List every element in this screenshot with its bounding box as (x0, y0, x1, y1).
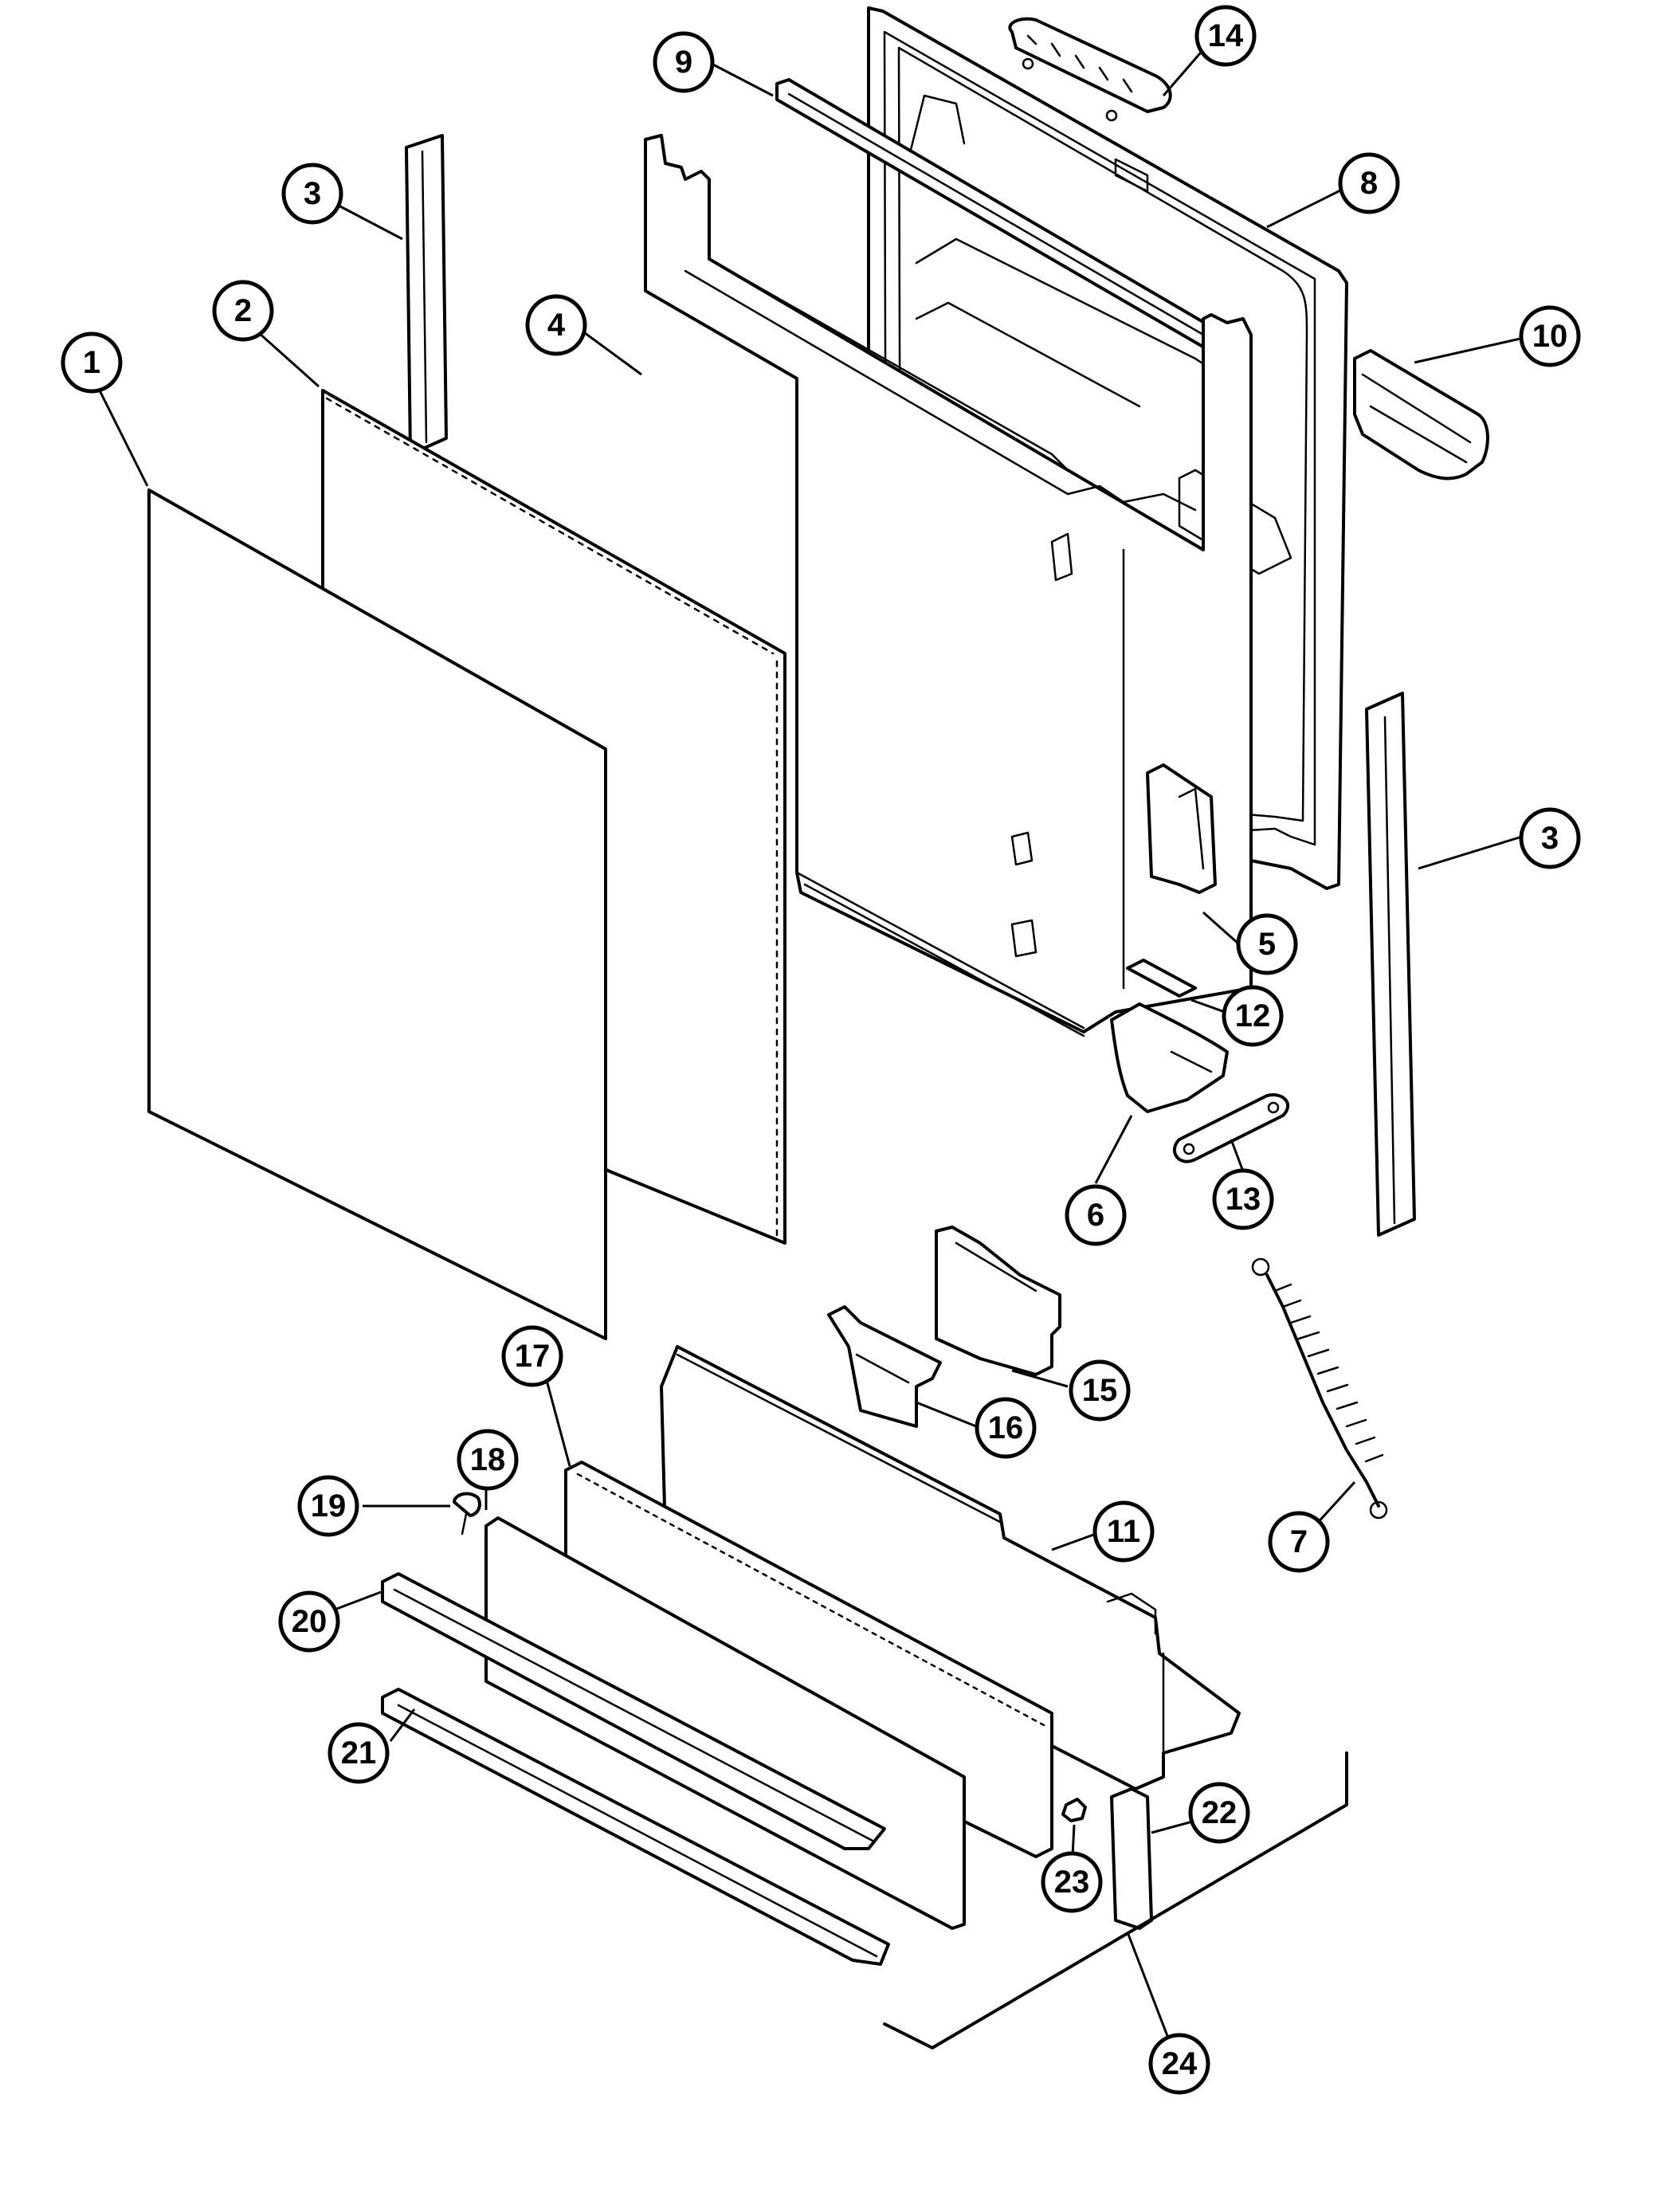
callout-2: 2 (212, 280, 274, 342)
callout-7-label: 7 (1290, 1524, 1308, 1559)
callout-4: 4 (525, 294, 587, 356)
callout-22: 22 (1188, 1782, 1250, 1844)
callout-24: 24 (1148, 2033, 1210, 2095)
part-23-nut (1061, 1798, 1087, 1822)
callout-13-label: 13 (1226, 1182, 1261, 1217)
callout-17-label: 17 (515, 1339, 551, 1374)
callout-10: 10 (1519, 305, 1581, 367)
callout-3-right: 3 (1519, 807, 1581, 869)
callout-18: 18 (457, 1429, 519, 1491)
callout-3-left: 3 (281, 163, 343, 225)
part-10-side-rail (1353, 349, 1489, 480)
part-12-pad (1126, 959, 1197, 998)
callout-7: 7 (1268, 1511, 1330, 1573)
callout-6: 6 (1065, 1184, 1127, 1246)
callout-4-label: 4 (547, 308, 566, 343)
part-13-link (1173, 1093, 1290, 1163)
callout-24-label: 24 (1162, 2046, 1198, 2081)
callout-5-label: 5 (1258, 927, 1276, 962)
callout-16: 16 (975, 1397, 1037, 1459)
callout-18-label: 18 (470, 1442, 506, 1477)
part-19-screw (453, 1492, 481, 1535)
callout-20-label: 20 (292, 1604, 328, 1639)
callout-11-label: 11 (1107, 1514, 1140, 1549)
part-3-trim-strip-left (405, 134, 448, 456)
callout-9: 9 (653, 31, 715, 93)
callout-21: 21 (328, 1722, 390, 1784)
callout-13: 13 (1212, 1168, 1274, 1230)
part-21-base-strip (381, 1688, 890, 1966)
callout-23-label: 23 (1054, 1865, 1090, 1900)
callout-15-label: 15 (1082, 1373, 1118, 1408)
part-3-trim-strip-right (1365, 692, 1416, 1237)
callout-1-label: 1 (83, 345, 100, 380)
part-22-end-cap (1110, 1787, 1153, 1930)
callout-15: 15 (1069, 1359, 1131, 1422)
callout-23: 23 (1041, 1851, 1103, 1913)
part-14-handle (1008, 17, 1172, 122)
callout-10-label: 10 (1532, 319, 1568, 354)
part-20-lower-rail (381, 1572, 886, 1850)
callout-19: 19 (297, 1475, 359, 1537)
callout-9-label: 9 (675, 45, 692, 80)
callout-20: 20 (278, 1590, 340, 1653)
callout-11: 11 (1092, 1500, 1155, 1563)
callout-3-right-label: 3 (1541, 821, 1559, 856)
part-4-inner-door (644, 134, 1253, 1037)
callout-1: 1 (61, 331, 123, 394)
callout-17: 17 (501, 1325, 563, 1387)
callout-14-label: 14 (1208, 18, 1244, 53)
callout-8: 8 (1338, 152, 1400, 214)
callout-8-label: 8 (1360, 166, 1378, 201)
part-5-bracket (1146, 763, 1217, 894)
callout-12: 12 (1222, 985, 1284, 1047)
part-1-front-panel (147, 488, 607, 1340)
part-7-spring (1251, 1257, 1388, 1520)
leader-lines (94, 35, 1523, 2037)
part-6-hinge (1110, 1002, 1229, 1113)
part-24-assembly-bracket (883, 1751, 1348, 2049)
callout-22-label: 22 (1202, 1795, 1238, 1830)
callout-14: 14 (1194, 5, 1257, 67)
part-16-clip (827, 1305, 942, 1428)
part-15-plate (935, 1226, 1061, 1376)
callout-5: 5 (1236, 913, 1298, 975)
callout-3-left-label: 3 (304, 176, 321, 211)
callout-2-label: 2 (234, 293, 252, 328)
callout-16-label: 16 (988, 1410, 1024, 1445)
callout-21-label: 21 (341, 1735, 377, 1771)
callout-19-label: 19 (311, 1488, 347, 1524)
callout-6-label: 6 (1087, 1198, 1104, 1233)
callout-12-label: 12 (1235, 998, 1271, 1033)
